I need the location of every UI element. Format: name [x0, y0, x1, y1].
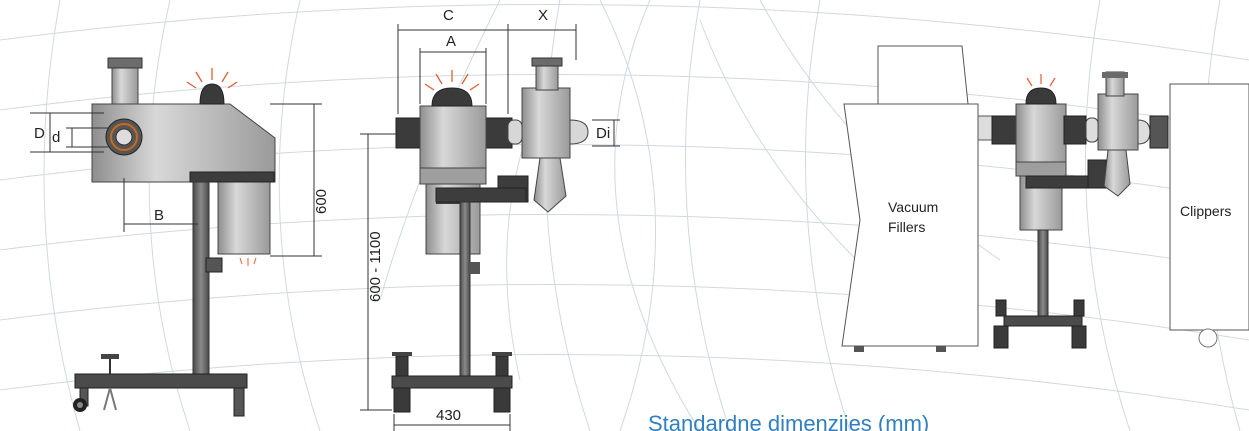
dim-label-height-range: 600 - 1100 [367, 231, 384, 302]
lamp-rays-icon [1026, 74, 1056, 87]
dimension-labels: C X A D d B Di 600 600 - 1100 430 Vacuum… [34, 7, 1231, 431]
setup-view [841, 45, 1249, 352]
vacuum-fillers-label-line1: Vacuum [888, 199, 938, 215]
lamp-rays-icon [424, 70, 480, 91]
dim-label-di: Di [596, 125, 610, 142]
dimension-lines-left [30, 103, 322, 257]
dim-label-c: C [443, 7, 454, 24]
dim-label-width-430: 430 [436, 407, 461, 424]
dim-label-x: X [538, 7, 548, 24]
clippers-label: Clippers [1180, 203, 1231, 219]
vacuum-fillers-label-line2: Fillers [888, 219, 925, 235]
lamp-rays-icon [186, 68, 238, 89]
dim-label-a: A [446, 33, 456, 50]
dim-label-height-600: 600 [313, 189, 330, 214]
machine-front-view [391, 57, 589, 413]
dim-label-b: B [154, 207, 164, 224]
dimension-lines-front [360, 24, 620, 431]
machine-side-view [73, 57, 276, 417]
standard-dimensions-caption: Standardne dimenzijes (mm) [648, 411, 929, 431]
dim-label-inner-diameter: d [52, 129, 60, 146]
dim-label-outer-diameter: D [34, 125, 45, 142]
